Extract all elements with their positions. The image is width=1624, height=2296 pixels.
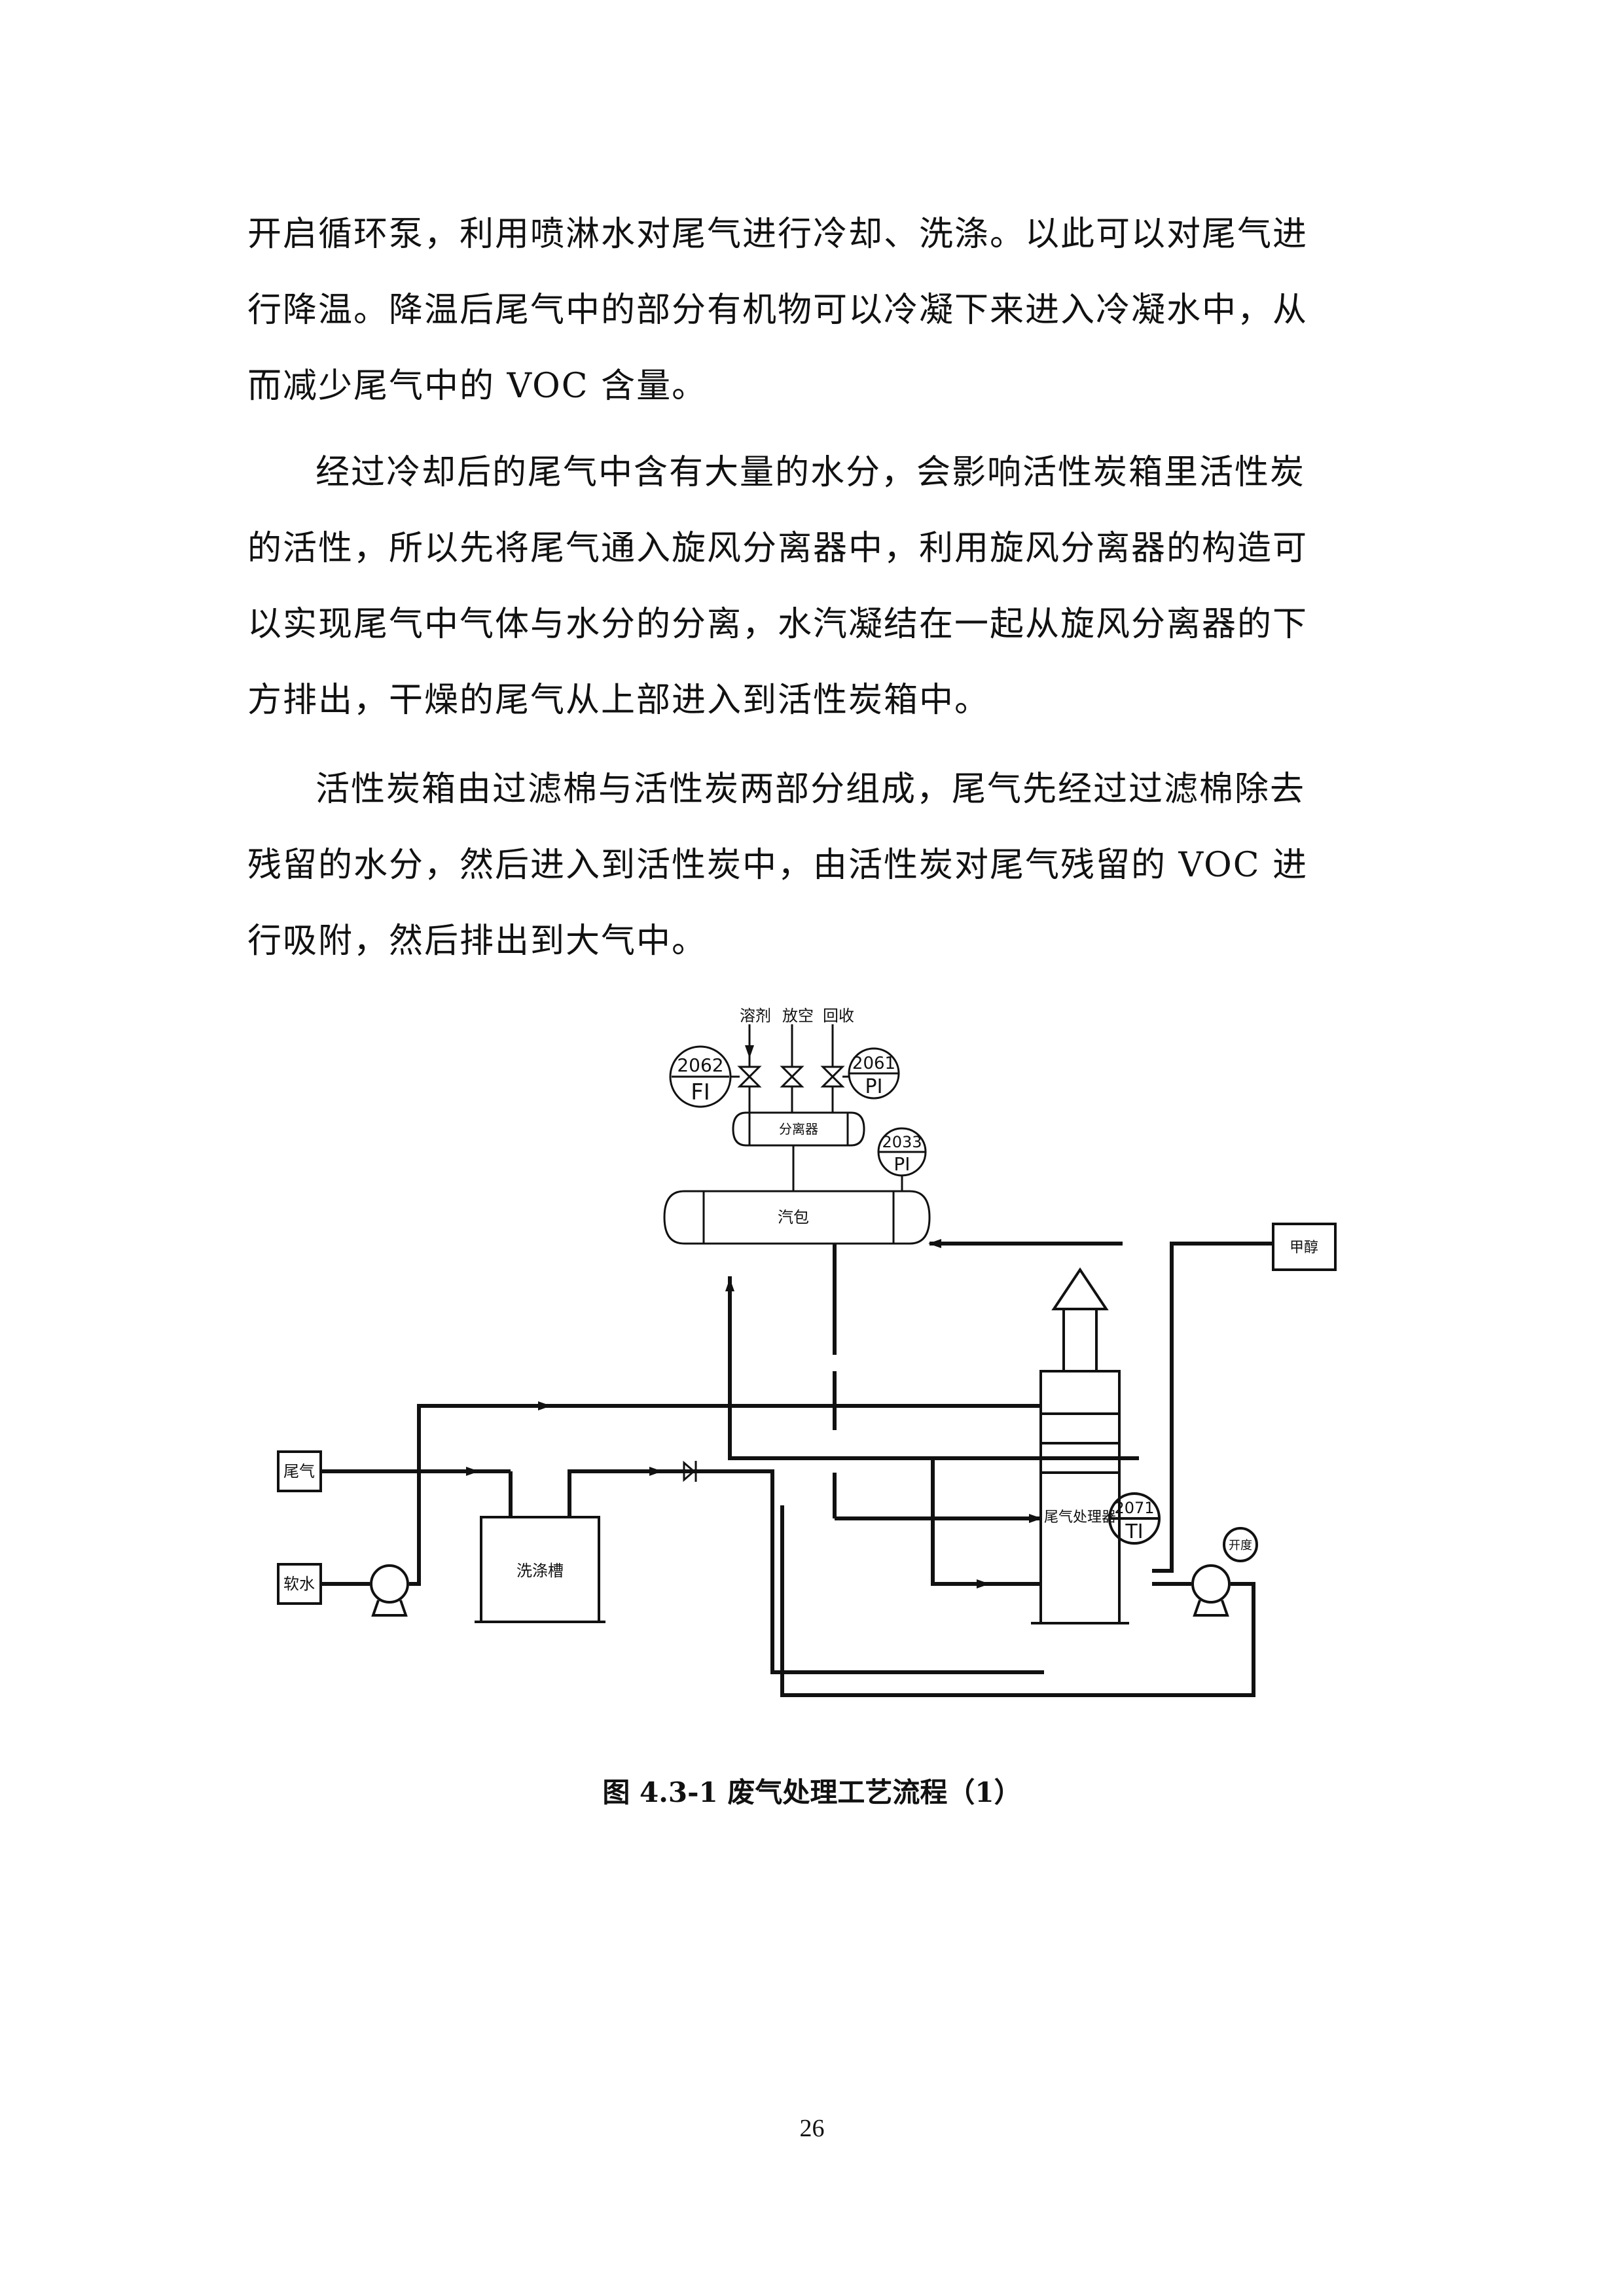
pi-drum-type: PI — [893, 1153, 910, 1175]
process-flow-diagram: 溶剂 放空 回收 2062 FI 2061 PI 2033 PI 2071 TI… — [277, 1007, 1337, 1697]
paragraph-line: 以实现尾气中气体与水分的分离，水汽凝结在一起从旋风分离器的下 — [247, 605, 1308, 644]
ti-tag: 2071 — [1114, 1499, 1154, 1517]
label-recover: 回收 — [823, 1007, 854, 1025]
tail-gas-label: 尾气 — [283, 1462, 315, 1480]
paragraph-line: 而减少尾气中的 VOC 含量。 — [247, 367, 708, 406]
paragraph-line: 残留的水分，然后进入到活性炭中，由活性炭对尾气残留的 VOC 进 — [247, 846, 1308, 885]
drum-label: 汽包 — [778, 1208, 809, 1227]
pump-icon — [1191, 1564, 1231, 1604]
pi-drum-tag: 2033 — [882, 1133, 922, 1151]
pump-right-label: 开度 — [1229, 1539, 1252, 1552]
paragraph-line: 经过冷却后的尾气中含有大量的水分，会影响活性炭箱里活性炭 — [316, 453, 1306, 492]
check-valve-icon — [683, 1460, 697, 1482]
fi-tag: 2062 — [677, 1054, 723, 1076]
paragraph-line: 行吸附，然后排出到大气中。 — [247, 922, 708, 961]
pi-top-tag: 2061 — [852, 1054, 895, 1073]
paragraph-line: 行降温。降温后尾气中的部分有机物可以冷凝下来进入冷凝水中，从 — [247, 291, 1308, 330]
paragraph-1: 开启循环泵，利用喷淋水对尾气进行冷却、洗涤。以此可以对尾气进 行降温。降温后尾气… — [247, 196, 1380, 424]
paragraph-line: 的活性，所以先将尾气通入旋风分离器中，利用旋风分离器的构造可 — [247, 529, 1308, 568]
gauge-icon — [1223, 1527, 1258, 1562]
top-feed-line — [417, 1404, 1041, 1471]
paragraph-line: 开启循环泵，利用喷淋水对尾气进行冷却、洗涤。以此可以对尾气进 — [247, 215, 1308, 254]
methanol-label: 甲醇 — [1290, 1240, 1318, 1256]
pump-icon — [370, 1564, 409, 1604]
bottom-loop-line — [780, 1505, 1255, 1697]
steam-drum — [663, 1190, 931, 1245]
pi-top-type: PI — [865, 1075, 883, 1098]
treater-label: 尾气处理器 — [1044, 1509, 1116, 1526]
separator-vessel — [732, 1111, 865, 1147]
paragraph-line: 活性炭箱由过滤棉与活性炭两部分组成，尾气先经过过滤棉除去 — [316, 770, 1306, 809]
methanol-box — [1272, 1223, 1337, 1271]
paragraph-2: 经过冷却后的尾气中含有大量的水分，会影响活性炭箱里活性炭 的活性，所以先将尾气通… — [247, 435, 1380, 738]
valve-icon — [737, 1057, 762, 1113]
valve-icon — [820, 1057, 845, 1113]
tank-label: 洗涤槽 — [516, 1562, 564, 1580]
valve-icon — [780, 1057, 804, 1113]
label-solvent: 溶剂 — [740, 1007, 771, 1025]
figure-caption: 图 4.3-1 废气处理工艺流程（1） — [602, 1776, 1022, 1808]
soft-water-box — [277, 1563, 322, 1605]
soft-water-label: 软水 — [283, 1575, 315, 1593]
separator-label: 分离器 — [779, 1121, 818, 1137]
return-line — [1152, 1242, 1273, 1573]
treater-tower — [1039, 1370, 1121, 1624]
stack-cap-icon — [1051, 1267, 1109, 1310]
ti-type: TI — [1125, 1520, 1143, 1543]
tail-gas-box — [277, 1450, 322, 1492]
paragraph-3: 活性炭箱由过滤棉与活性炭两部分组成，尾气先经过过滤棉除去 残留的水分，然后进入到… — [247, 751, 1380, 979]
fi-type: FI — [691, 1079, 710, 1105]
label-vent: 放空 — [782, 1007, 814, 1025]
paragraph-line: 方排出，干燥的尾气从上部进入到活性炭箱中。 — [247, 681, 990, 720]
drum-loop-line — [728, 1276, 1139, 1460]
page-number: 26 — [799, 2115, 825, 2142]
